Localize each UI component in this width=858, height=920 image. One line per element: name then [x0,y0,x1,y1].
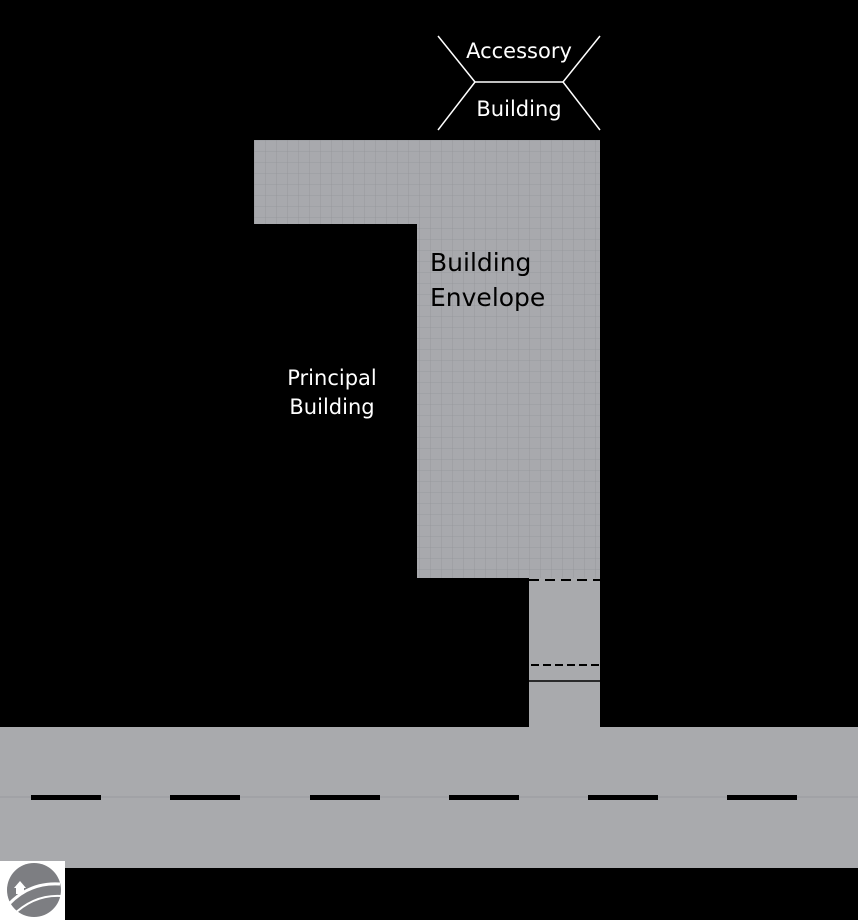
road-dash [449,795,519,800]
road-center-dashes [31,795,797,800]
road-dash [170,795,240,800]
principal-building-label-line2: Building [289,395,374,419]
principal-building-label-line1: Principal [287,366,377,390]
road-dash [727,795,797,800]
building-envelope-label-line2: Envelope [430,283,545,312]
road-dash [310,795,380,800]
accessory-building-symbol [437,35,601,131]
road-dash [31,795,101,800]
driveway [529,578,600,728]
building-envelope-area [254,140,600,578]
house-on-hill-logo-icon [0,861,65,920]
accessory-label-line1: Accessory [466,39,572,63]
road-dash [588,795,658,800]
building-envelope-label-line1: Building [430,248,531,277]
accessory-label-line2: Building [476,97,561,121]
